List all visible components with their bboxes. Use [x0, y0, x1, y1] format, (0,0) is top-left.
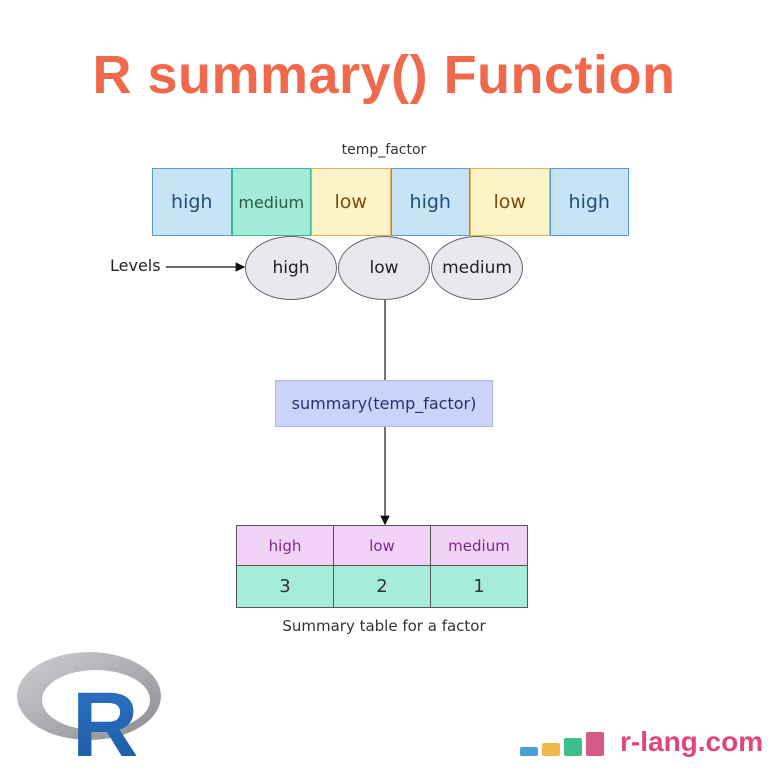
brand-bars-icon — [520, 732, 604, 756]
vector-cell: medium — [231, 168, 311, 236]
level-ellipse-high: high — [245, 236, 337, 300]
vector-cell: high — [152, 168, 232, 236]
level-ellipse-low: low — [338, 236, 430, 300]
table-header-cell: low — [333, 525, 431, 566]
vector-cell: low — [311, 168, 391, 236]
brand: r-lang.com — [520, 728, 763, 756]
table-value-cell: 3 — [236, 565, 334, 608]
vector-cell: high — [390, 168, 470, 236]
vector-cell: low — [470, 168, 550, 236]
table-header-row: high low medium — [236, 525, 528, 566]
table-header-cell: high — [236, 525, 334, 566]
level-ellipse-medium: medium — [431, 236, 523, 300]
table-value-cell: 1 — [430, 565, 528, 608]
table-caption: Summary table for a factor — [282, 617, 486, 635]
r-logo-icon: R — [17, 652, 161, 760]
table-value-cell: 2 — [333, 565, 431, 608]
brand-text: r-lang.com — [620, 726, 764, 757]
function-call-box: summary(temp_factor) — [275, 380, 493, 427]
levels-label: Levels — [110, 256, 161, 275]
page-title: R summary() Function — [92, 45, 676, 105]
table-values-row: 3 2 1 — [236, 565, 528, 608]
svg-text:R: R — [72, 674, 138, 760]
vector-cell: high — [549, 168, 629, 236]
factor-vector: high medium low high low high — [152, 168, 629, 236]
summary-table: high low medium 3 2 1 — [236, 525, 528, 608]
vector-label: temp_factor — [341, 142, 427, 158]
table-header-cell: medium — [430, 525, 528, 566]
